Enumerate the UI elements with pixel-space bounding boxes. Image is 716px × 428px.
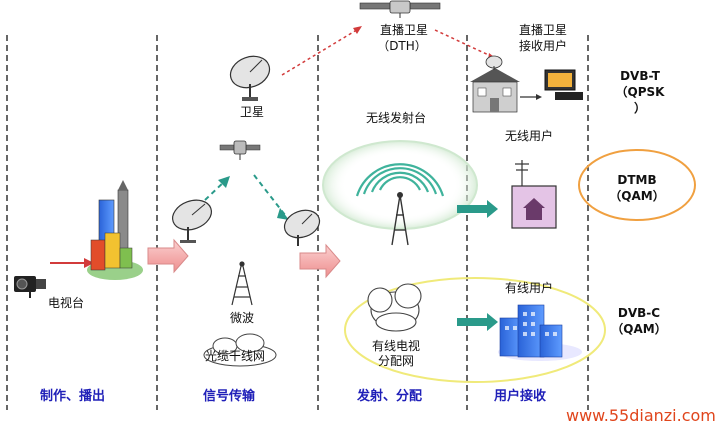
- stage-label-reception: 用户接收: [494, 389, 547, 404]
- uplink-teal: [204, 179, 227, 201]
- watermark: www.55dianzi.com: [566, 406, 716, 425]
- wireless-tx-label: 无线发射台: [366, 111, 427, 125]
- relay-satellite-icon: [219, 140, 261, 160]
- dth-label-line1: 直播卫星: [379, 23, 428, 37]
- wireless-transmitter-icon: [355, 163, 445, 246]
- fiber-network-label: 光缆干线网: [205, 349, 266, 363]
- camera-arrow-head: [84, 258, 94, 268]
- uplink-arrowhead: [353, 26, 362, 34]
- stage-label-transmission: 信号传输: [203, 389, 256, 404]
- fiber-cloud-icon: [203, 333, 277, 367]
- stage-dividers: [6, 35, 589, 410]
- uplink-dotted: [281, 27, 361, 76]
- downlink-teal-head: [277, 208, 289, 220]
- dth-user-label-line1: 直播卫星: [518, 23, 567, 37]
- teal-arrow-wireless: [457, 200, 498, 218]
- dth-user-link-head: [536, 94, 542, 100]
- satellite-links: [204, 174, 286, 216]
- dtmb-ellipse: [578, 149, 696, 221]
- tv-station-label: 电视台: [48, 296, 85, 310]
- wireless-ellipse: [322, 140, 478, 230]
- big-arrow-2: [299, 243, 341, 279]
- satellite-dish-icon: [229, 55, 271, 101]
- dth-user-house-icon: [470, 55, 520, 113]
- stage-label-distribution: 发射、分配: [357, 389, 423, 404]
- cable-user-label: 有线用户: [505, 281, 554, 295]
- dth-satellite-icon: [359, 0, 441, 18]
- satellite-label: 卫星: [240, 105, 265, 119]
- wireless-user-label: 无线用户: [505, 129, 554, 143]
- receive-dish-icon: [283, 209, 321, 246]
- dvb-t-line3: ）: [633, 101, 646, 116]
- dvb-c-line2: （QAM）: [611, 322, 667, 337]
- tv-set-top-icon: [544, 69, 583, 100]
- cable-ellipse: [344, 277, 606, 383]
- camera-icon: [14, 276, 46, 298]
- uplink-teal-head: [218, 176, 230, 188]
- dtmb-line2: （QAM）: [609, 189, 665, 204]
- dvb-t-line1: DVB-T: [620, 69, 660, 83]
- big-arrow-1: [147, 238, 189, 274]
- cable-network-label-line1: 有线电视: [371, 339, 420, 353]
- dtmb-line1: DTMB: [617, 173, 657, 187]
- dvb-c-line1: DVB-C: [617, 306, 661, 320]
- downlink-dotted: [434, 29, 496, 59]
- dvb-t-line2: （QPSK: [615, 85, 665, 100]
- cable-cloud-icon: [367, 283, 422, 332]
- teal-arrow-cable: [457, 313, 498, 331]
- dth-links: [281, 27, 496, 76]
- stage-label-production: 制作、播出: [40, 389, 106, 404]
- transmit-dish-icon: [172, 199, 212, 243]
- cable-user-buildings-icon: [498, 304, 582, 361]
- dth-user-label-line2: 接收用户: [518, 39, 567, 53]
- dvb-t-standard: DVB-T （QPSK ）: [605, 68, 675, 117]
- dth-label-line2: （DTH）: [377, 39, 427, 53]
- microwave-tower-icon: [231, 261, 253, 306]
- microwave-label: 微波: [230, 311, 255, 325]
- tv-station-icon: [87, 180, 143, 280]
- dvb-c-standard: DVB-C （QAM）: [604, 305, 674, 337]
- dtmb-standard: DTMB （QAM）: [602, 172, 672, 204]
- wireless-user-icon: [511, 160, 557, 229]
- cable-network-label-line2: 分配网: [377, 354, 414, 368]
